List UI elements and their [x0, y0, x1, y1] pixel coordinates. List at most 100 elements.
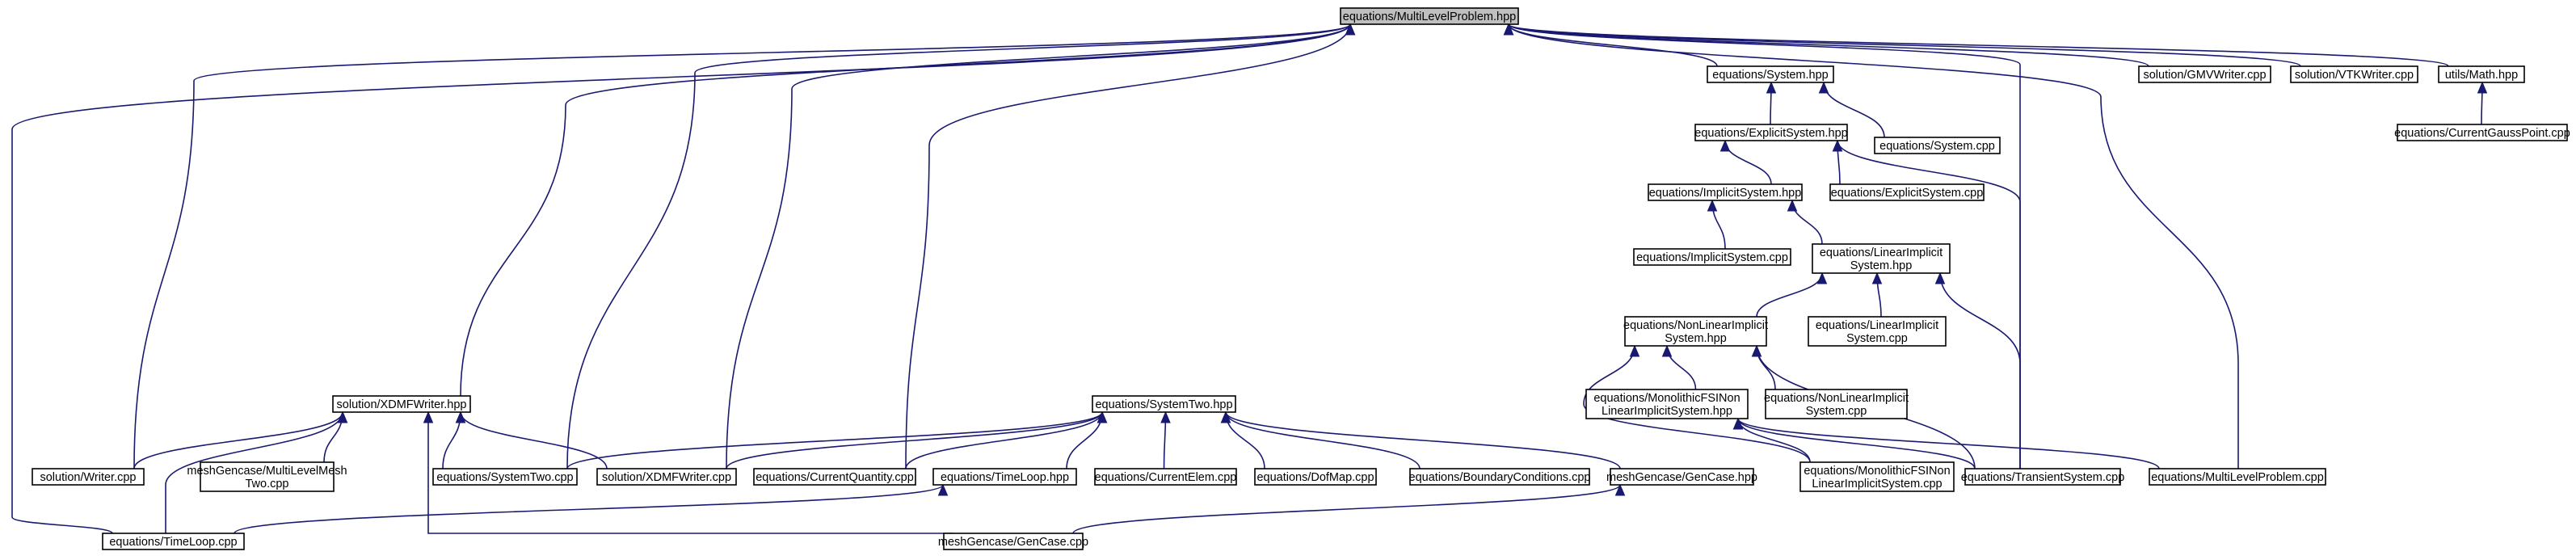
edge-gencase_hpp-to-gencase_cpp [1072, 483, 1626, 534]
arrowhead-icon [2477, 81, 2488, 94]
arrowhead-icon [1707, 199, 1718, 212]
node-label: utils/Math.hpp [2445, 69, 2518, 82]
node-gmv[interactable]: solution/GMVWriter.cpp [2138, 65, 2271, 83]
edge-math_hpp-to-gauss [2477, 81, 2488, 125]
node-label: equations/ExplicitSystem.cpp [1831, 187, 1984, 200]
node-label: equations/System.hpp [1712, 69, 1828, 82]
edge-lin_hpp-to-trans_cpp [1934, 272, 2021, 469]
node-xdmf-cpp[interactable]: solution/XDMFWriter.cpp [596, 468, 737, 486]
node-math-hpp[interactable]: utils/Math.hpp [2438, 65, 2525, 83]
node-mono-cpp[interactable]: equations/MonolithicFSINonLinearImplicit… [1799, 461, 1955, 492]
edge-line [566, 23, 1351, 469]
node-dof-cpp[interactable]: equations/DofMap.cpp [1254, 468, 1377, 486]
node-label: solution/VTKWriter.cpp [2295, 69, 2414, 82]
arrowhead-icon [423, 411, 434, 423]
edge-mlp_hpp-to-systwo_cpp [566, 23, 1356, 469]
node-label: equations/TransientSystem.cpp [1961, 471, 2125, 484]
edge-line [1508, 23, 2301, 67]
node-sys-cpp[interactable]: equations/System.cpp [1874, 137, 2001, 154]
node-label: System.hpp [1665, 332, 1727, 345]
node-writer-cpp[interactable]: solution/Writer.cpp [32, 468, 145, 486]
edge-line [1225, 411, 1421, 469]
node-trans-cpp[interactable]: equations/TransientSystem.cpp [1961, 468, 2125, 486]
edge-mlp_hpp-to-math_hpp [1503, 23, 2449, 67]
node-box [1808, 316, 1947, 347]
node-box [2290, 65, 2418, 83]
edge-imp_hpp-to-imp_cpp [1707, 199, 1726, 250]
node-box [1585, 389, 1749, 419]
node-cq-cpp[interactable]: equations/CurrentQuantity.cpp [753, 468, 916, 486]
node-box [1694, 124, 1848, 141]
node-sys-hpp[interactable]: equations/System.hpp [1707, 65, 1834, 83]
edge-line [133, 23, 1351, 469]
node-exp-cpp[interactable]: equations/ExplicitSystem.cpp [1829, 183, 1985, 201]
arrowhead-icon [1934, 272, 1946, 284]
node-mlp-cpp[interactable]: equations/MultiLevelProblem.cpp [2149, 468, 2326, 486]
node-xdmf-hpp[interactable]: solution/XDMFWriter.hpp [332, 395, 471, 413]
node-box [1633, 248, 1791, 266]
node-label: equations/TimeLoop.hpp [941, 471, 1069, 484]
node-imp-cpp[interactable]: equations/ImplicitSystem.cpp [1633, 248, 1791, 266]
node-imp-hpp[interactable]: equations/ImplicitSystem.hpp [1648, 183, 1803, 201]
node-label: solution/XDMFWriter.hpp [337, 398, 467, 411]
edge-sys_hpp-to-sys_cpp [1818, 81, 1885, 138]
node-gencase-cpp[interactable]: meshGencase/GenCase.cpp [938, 533, 1088, 550]
node-ce-cpp[interactable]: equations/CurrentElem.cpp [1094, 468, 1237, 486]
node-label: equations/BoundaryConditions.cpp [1409, 471, 1591, 484]
edge-line [427, 411, 953, 534]
node-box [1094, 468, 1237, 486]
node-bc-cpp[interactable]: equations/BoundaryConditions.cpp [1409, 468, 1591, 486]
node-exp-hpp[interactable]: equations/ExplicitSystem.hpp [1694, 124, 1848, 141]
node-tl-hpp[interactable]: equations/TimeLoop.hpp [932, 468, 1077, 486]
arrowhead-icon [1160, 411, 1171, 423]
edge-imp_hpp-to-lin_hpp [1787, 199, 1823, 245]
edge-systwo_hpp-to-bc_cpp [1220, 411, 1421, 469]
edge-line [1737, 418, 2160, 469]
node-gencase-hpp[interactable]: meshGencase/GenCase.hpp [1606, 468, 1757, 486]
edge-line [133, 411, 343, 469]
node-label: equations/NonLinearImplicit [1623, 319, 1768, 332]
edge-line [1225, 411, 1621, 469]
node-tl-cpp[interactable]: equations/TimeLoop.cpp [102, 533, 245, 550]
edge-line [165, 411, 343, 533]
node-systwo-cpp[interactable]: equations/SystemTwo.cpp [432, 468, 578, 486]
node-label: equations/CurrentQuantity.cpp [756, 471, 914, 484]
node-systwo-hpp[interactable]: equations/SystemTwo.hpp [1092, 395, 1236, 413]
node-label: equations/System.cpp [1879, 140, 1995, 153]
edge-systwo_hpp-to-cq_cpp [905, 411, 1108, 469]
edge-lin_hpp-to-lin_cpp [1871, 272, 1883, 318]
node-label: System.cpp [1846, 332, 1908, 345]
edge-line [566, 411, 1103, 469]
arrowhead-icon [1629, 344, 1640, 357]
node-lin-cpp[interactable]: equations/LinearImplicitSystem.cpp [1808, 316, 1947, 347]
node-label: equations/LinearImplicit [1820, 246, 1943, 259]
edge-systwo_hpp-to-systwo_cpp [566, 411, 1108, 469]
node-box [1610, 468, 1754, 486]
node-box [753, 468, 916, 486]
arrowhead-icon [1096, 411, 1108, 423]
edge-line [726, 23, 1351, 469]
arrowhead-icon [1871, 272, 1883, 284]
edge-xdmf_hpp-to-gencase_cpp [423, 411, 953, 534]
edge-line [1508, 23, 2239, 469]
node-label: equations/MonolithicFSINon [1593, 392, 1740, 405]
edge-line [905, 411, 1103, 469]
node-box [1765, 389, 1908, 419]
node-vtk[interactable]: solution/VTKWriter.cpp [2290, 65, 2418, 83]
arrowhead-icon [1661, 344, 1673, 357]
arrowhead-icon [1719, 139, 1731, 152]
node-mono-hpp[interactable]: equations/MonolithicFSINonLinearImplicit… [1585, 389, 1749, 419]
node-box [1874, 137, 2001, 154]
edge-mlp_hpp-to-mlp_cpp [1503, 23, 2239, 469]
arrowhead-icon [1503, 23, 1514, 36]
edge-exp_hpp-to-imp_hpp [1719, 139, 1772, 185]
node-label: solution/GMVWriter.cpp [2143, 69, 2266, 82]
node-box [1254, 468, 1377, 486]
node-lin-hpp[interactable]: equations/LinearImplicitSystem.hpp [1812, 243, 1951, 274]
node-gauss[interactable]: equations/CurrentGaussPoint.cpp [2394, 124, 2570, 141]
arrowhead-icon [1345, 23, 1356, 36]
edge-line [1737, 418, 1976, 469]
